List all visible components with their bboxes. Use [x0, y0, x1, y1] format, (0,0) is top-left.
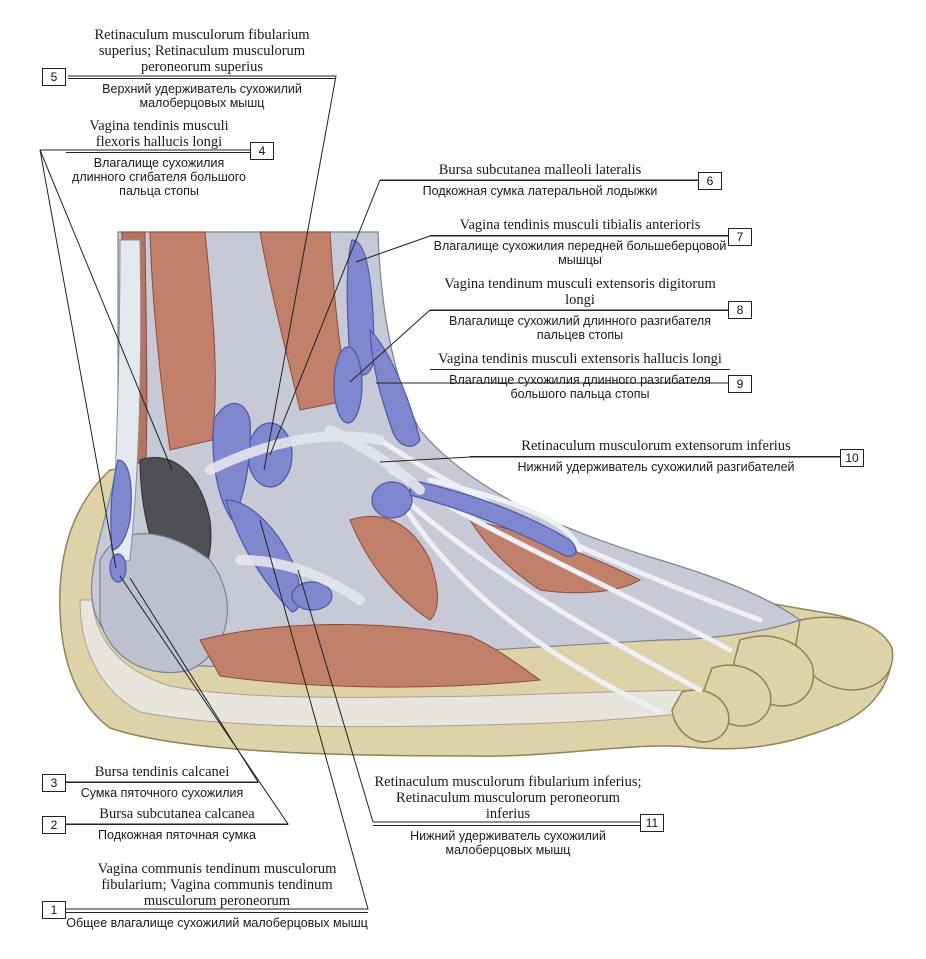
label-5-number: 5: [42, 68, 66, 86]
label-3-russian: Сумка пяточного сухожилия: [80, 786, 244, 801]
label-10-russian: Нижний удерживатель сухожилий разгибател…: [517, 460, 795, 475]
label-10-latin: Retinaculum musculorum extensorum inferi…: [521, 438, 791, 454]
label-7-number: 7: [728, 228, 752, 246]
label-4-latin: Vagina tendinis musculi flexoris halluci…: [89, 118, 229, 151]
label-5-russian: Верхний удерживатель сухожилий малоберцо…: [102, 81, 302, 110]
label-2-russian: Подкожная пяточная сумка: [98, 828, 256, 843]
label-2-number: 2: [42, 816, 66, 834]
label-10-number: 10: [840, 449, 864, 467]
label-9-russian: Влагалище сухожилия длинного разгибателя…: [449, 373, 711, 402]
label-9: Vagina tendinis musculi extensoris hallu…: [430, 351, 730, 401]
label-11-latin: Retinaculum musculorum fibularium inferi…: [374, 774, 642, 823]
label-5: Retinaculum musculorum fibularium superi…: [68, 27, 336, 110]
label-4-number: 4: [250, 142, 274, 160]
tendon-sheaths: [109, 239, 577, 613]
label-6-latin: Bursa subcutanea malleoli lateralis: [438, 162, 642, 178]
label-3-number: 3: [42, 774, 66, 792]
label-5-latin: Retinaculum musculorum fibularium superi…: [94, 27, 310, 76]
label-8: Vagina tendinum musculi extensoris digit…: [430, 276, 730, 342]
label-8-russian: Влагалище сухожилий длинного разгибателя…: [449, 314, 711, 343]
calcaneus: [99, 533, 229, 674]
label-10: Retinaculum musculorum extensorum inferi…: [470, 438, 842, 474]
label-7-russian: Влагалище сухожилия передней большеберцо…: [433, 239, 727, 268]
label-9-number: 9: [728, 375, 752, 393]
label-8-number: 8: [728, 301, 752, 319]
label-7: Vagina tendinis musculi tibialis anterio…: [430, 217, 730, 267]
label-1-russian: Общее влагалище сухожилий малоберцовых м…: [66, 915, 368, 930]
label-11-russian: Нижний удерживатель сухожилий малоберцов…: [410, 828, 606, 857]
label-7-latin: Vagina tendinis musculi tibialis anterio…: [459, 217, 701, 233]
label-1-latin: Vagina communis tendinum musculorum fibu…: [97, 861, 337, 910]
label-2-latin: Bursa subcutanea calcanea: [99, 806, 255, 822]
label-2: Bursa subcutanea calcanea Подкожная пято…: [66, 806, 288, 842]
label-3: Bursa tendinis calcanei Сумка пяточного …: [66, 764, 258, 800]
label-11-number: 11: [640, 814, 664, 832]
retinacula: [205, 425, 425, 605]
label-6-russian: Подкожная сумка латеральной лодыжки: [422, 184, 658, 199]
label-6-number: 6: [698, 172, 722, 190]
toes: [671, 616, 894, 743]
label-11: Retinaculum musculorum fibularium inferi…: [373, 774, 643, 857]
label-4: Vagina tendinis musculi flexoris halluci…: [66, 118, 252, 198]
label-6: Bursa subcutanea malleoli lateralis Подк…: [380, 162, 700, 198]
label-8-latin: Vagina tendinum musculi extensoris digit…: [444, 276, 716, 309]
label-9-latin: Vagina tendinis musculi extensoris hallu…: [438, 351, 722, 367]
label-1: Vagina communis tendinum musculorum fibu…: [66, 861, 368, 930]
label-1-number: 1: [42, 901, 66, 919]
label-3-latin: Bursa tendinis calcanei: [94, 764, 230, 780]
label-4-russian: Влагалище сухожилия длинного сгибателя б…: [72, 156, 246, 199]
